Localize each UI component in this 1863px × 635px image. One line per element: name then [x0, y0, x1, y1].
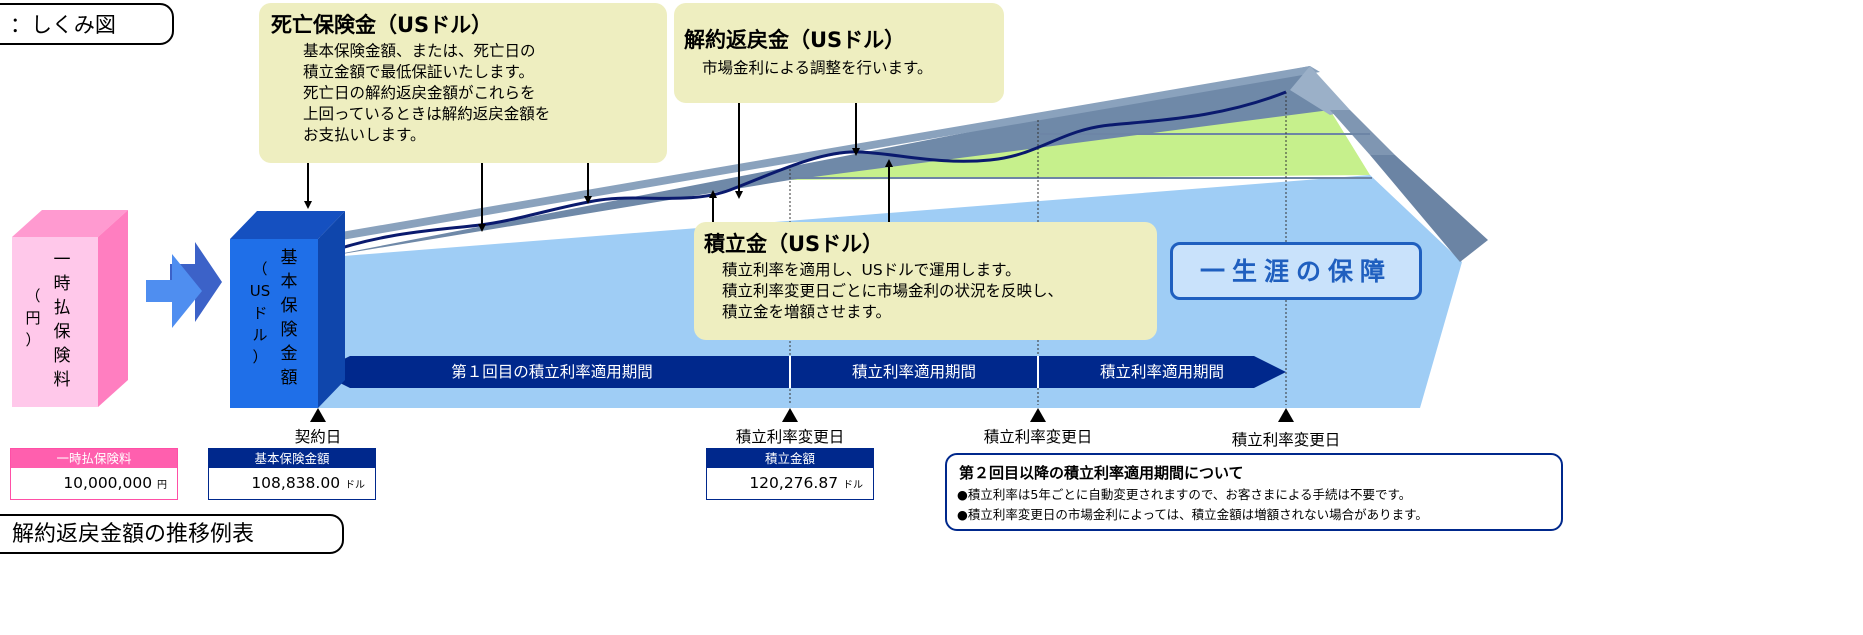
- side-panel-2: [1370, 155, 1488, 262]
- reserve-value: 120,276.87 ドル: [749, 474, 863, 492]
- basic-value-head: 基本保険金額: [209, 449, 375, 468]
- diagram-graphics: [12, 66, 1488, 422]
- period-bar: [318, 356, 1286, 388]
- basic-value: 108,838.00 ドル: [251, 474, 365, 492]
- basic-box-sublabel: （ US ド ル ）: [249, 260, 271, 366]
- change-date-label-2: 積立利率変更日: [983, 428, 1093, 446]
- surrender-value-text: 市場金利による調整を行います。: [702, 59, 933, 77]
- upper-band: [318, 66, 1330, 258]
- change-marker: [1278, 408, 1294, 422]
- diagram: ：しくみ図 一 時 払 （ 円 ） 保 険 料 基 本 保 険 金 額 （ US…: [0, 3, 1563, 554]
- title-box: ：しくみ図: [0, 3, 174, 45]
- reserve-value-head: 積立金額: [707, 449, 873, 468]
- death-benefit-note: 死亡保険金（USドル） 基本保険金額、または、死亡日の 積立金額で最低保証いたし…: [259, 3, 667, 163]
- surrender-value-title: 解約返戻金（USドル）: [684, 28, 906, 52]
- transfer-arrow-back: [170, 242, 222, 322]
- premium-box-front: [12, 237, 98, 407]
- period-3-label: 積立利率適用期間: [1099, 363, 1224, 381]
- premium-box-label-2: 保 険 料: [53, 322, 71, 390]
- side-panel-top: [1290, 66, 1350, 115]
- contract-date-label: 契約日: [294, 428, 342, 446]
- lifetime-badge: 一生涯の保障: [1170, 242, 1422, 300]
- info-box: 第２回目以降の積立利率適用期間について ●積立利率は5年ごとに自動変更されますの…: [945, 453, 1563, 531]
- premium-box-label-paren: （ 円 ）: [25, 287, 41, 349]
- basic-value-box: 基本保険金額 108,838.00 ドル: [208, 448, 376, 500]
- info-title: 第２回目以降の積立利率適用期間について: [959, 464, 1244, 482]
- basic-box-side: [318, 211, 345, 408]
- premium-value-box: 一時払保険料 10,000,000 円: [10, 448, 178, 500]
- period-1-label: 第１回目の積立利率適用期間: [451, 363, 653, 381]
- reserve-note: 積立金（USドル） 積立利率を適用し、USドルで運用します。 積立利率変更日ごと…: [694, 222, 1157, 340]
- death-benefit-title: 死亡保険金（USドル）: [271, 13, 493, 37]
- info-line-2: ●積立利率変更日の市場金利によっては、積立金額は増額されない場合があります。: [957, 507, 1428, 522]
- contract-marker: [310, 408, 326, 422]
- basic-box-label: 基 本 保 険 金 額: [280, 248, 298, 388]
- premium-value: 10,000,000 円: [63, 474, 167, 492]
- info-line-1: ●積立利率は5年ごとに自動変更されますので、お客さまによる手続は不要です。: [957, 487, 1412, 502]
- premium-box-top: [12, 210, 128, 237]
- footer-title-box: 解約返戻金額の推移例表: [0, 514, 344, 554]
- page-title: ：しくみ図: [10, 13, 116, 37]
- change-date-label-3: 積立利率変更日: [1231, 431, 1341, 449]
- period-2-label: 積立利率適用期間: [851, 363, 976, 381]
- premium-box-label: 一 時 払: [53, 250, 71, 318]
- basic-box-top: [230, 211, 345, 239]
- change-date-label-1: 積立利率変更日: [735, 428, 845, 446]
- reserve-text: 積立利率を適用し、USドルで運用します。 積立利率変更日ごとに市場金利の状況を反…: [722, 261, 1064, 321]
- roof-band: [318, 66, 1320, 242]
- transfer-arrow: [146, 254, 202, 328]
- reserve-value-box: 積立金額 120,276.87 ドル: [706, 448, 874, 500]
- change-marker: [782, 408, 798, 422]
- surrender-value-note: 解約返戻金（USドル） 市場金利による調整を行います。: [674, 3, 1004, 103]
- lifetime-text: 一生涯の保障: [1199, 257, 1392, 286]
- basic-box-front: [230, 239, 318, 408]
- footer-title: 解約返戻金額の推移例表: [12, 522, 255, 547]
- side-panel-1: [1330, 110, 1395, 155]
- premium-box-side: [98, 210, 128, 407]
- premium-value-head: 一時払保険料: [11, 449, 177, 468]
- death-benefit-text: 基本保険金額、または、死亡日の 積立金額で最低保証いたします。 死亡日の解約返戻…: [303, 42, 551, 144]
- reserve-title: 積立金（USドル）: [704, 232, 884, 256]
- change-marker: [1030, 408, 1046, 422]
- surrender-curve: [317, 90, 1287, 258]
